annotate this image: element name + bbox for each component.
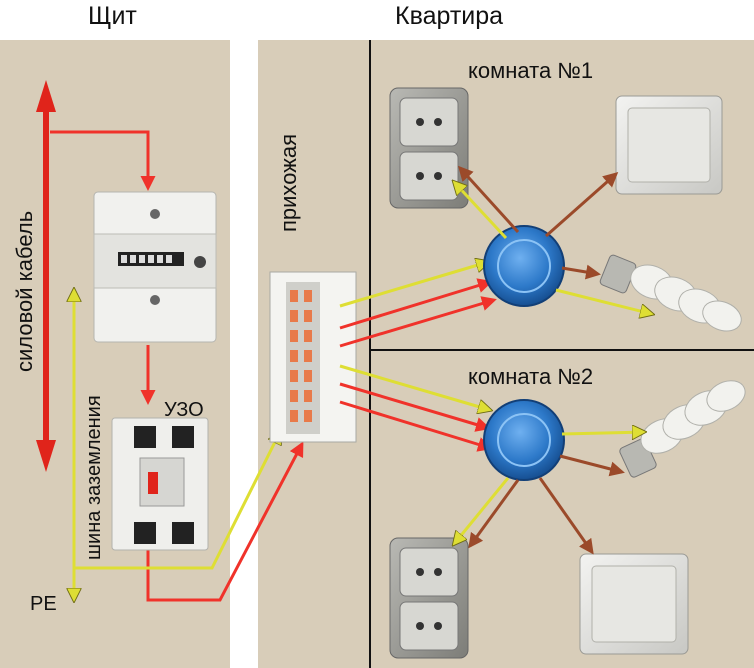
panel-heading: Щит (88, 2, 137, 30)
pe-label: PE (30, 593, 57, 615)
room2-lamp-icon (619, 380, 746, 478)
room1-switch-icon (615, 95, 723, 195)
room1-branch-wires (454, 165, 652, 314)
ground-bus-label: шина заземления (83, 395, 105, 560)
hallway-label: прихожая (276, 134, 301, 232)
room1-junction-box-icon (483, 225, 565, 307)
room2-junction-box-icon (483, 399, 565, 481)
rcd-label: УЗО (164, 399, 204, 421)
power-cable-label: силовой кабель (12, 211, 37, 372)
panel-phase-wires (50, 130, 304, 602)
room2-socket-icon (389, 537, 469, 659)
breaker-panel-icon (269, 271, 357, 443)
room1-socket-icon (389, 87, 469, 209)
room2-switch-icon (579, 553, 689, 655)
room1-lamp-icon (599, 254, 742, 332)
room2-feed-wires (339, 364, 490, 452)
panel-ground-wire (74, 432, 280, 570)
room1-label: комната №1 (468, 58, 593, 83)
room1-feed-wires (339, 262, 497, 348)
room2-label: комната №2 (468, 364, 593, 389)
electricity-meter-icon (93, 191, 217, 343)
room2-branch-wires (454, 432, 644, 555)
apartment-heading: Квартира (395, 2, 503, 30)
rcd-breaker-icon (111, 417, 209, 551)
panel-wall (0, 40, 230, 668)
power-cable-arrow (36, 80, 56, 472)
